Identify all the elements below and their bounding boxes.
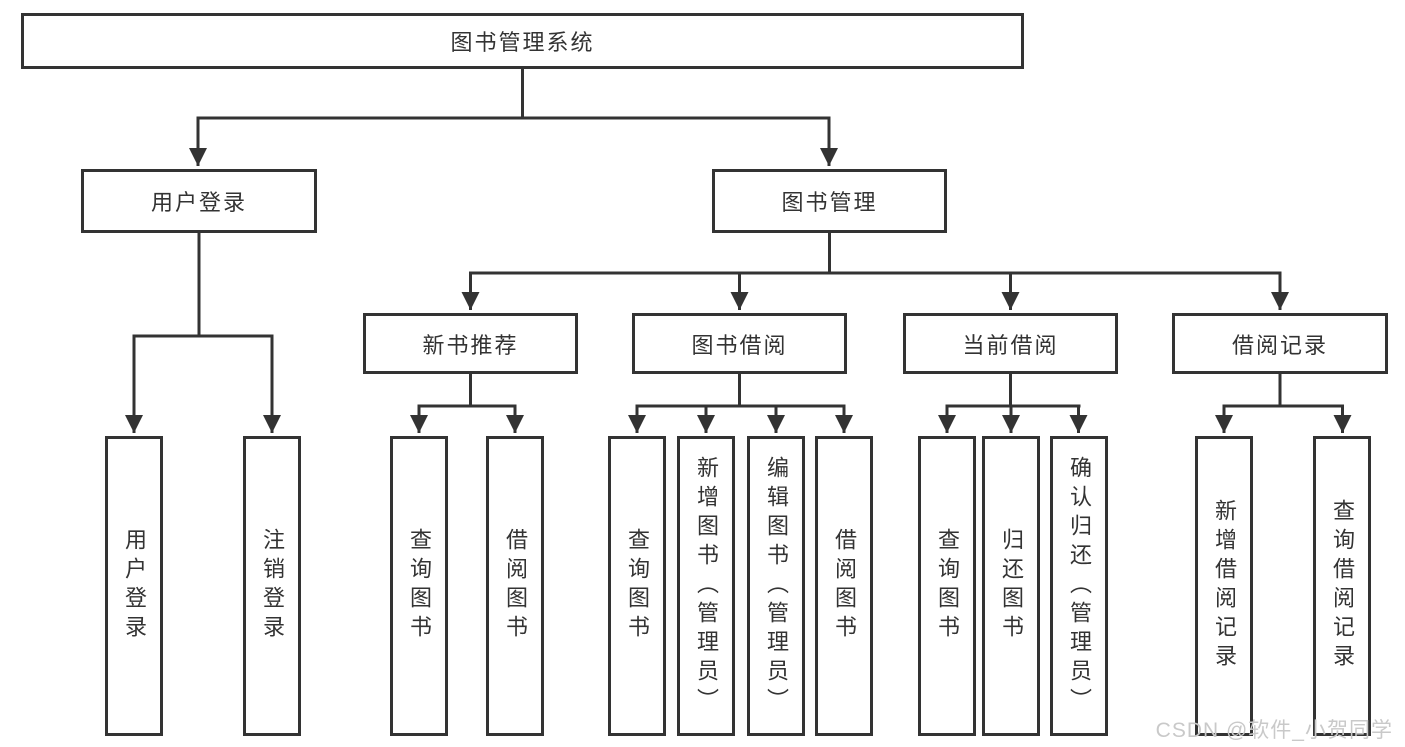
node-new-book-recommend: 新书推荐	[363, 313, 578, 374]
leaf-query-books-2: 查询图书	[608, 436, 666, 736]
leaf-borrow-books-2: 借阅图书	[815, 436, 873, 736]
leaf-label: 确认归还（管理员）	[1067, 455, 1092, 717]
leaf-label: 借阅图书	[832, 528, 857, 644]
node-book-borrowing: 图书借阅	[632, 313, 847, 374]
leaf-add-borrow-record: 新增借阅记录	[1195, 436, 1253, 736]
leaf-edit-book-admin: 编辑图书（管理员）	[747, 436, 805, 736]
leaf-user-login: 用户登录	[105, 436, 163, 736]
leaf-label: 新增借阅记录	[1212, 499, 1237, 673]
leaf-logout: 注销登录	[243, 436, 301, 736]
leaf-label: 用户登录	[122, 528, 147, 644]
leaf-label: 归还图书	[999, 528, 1024, 644]
leaf-label: 注销登录	[260, 528, 285, 644]
leaf-query-borrow-record: 查询借阅记录	[1313, 436, 1371, 736]
watermark: CSDN @软件_小贺同学	[1155, 719, 1393, 742]
leaf-query-books-1: 查询图书	[390, 436, 448, 736]
leaf-return-books: 归还图书	[982, 436, 1040, 736]
leaf-query-books-3: 查询图书	[918, 436, 976, 736]
node-library-management-system: 图书管理系统	[21, 13, 1024, 69]
leaf-label: 编辑图书（管理员）	[764, 455, 789, 717]
leaf-label: 查询借阅记录	[1330, 499, 1355, 673]
leaf-label: 查询图书	[407, 528, 432, 644]
leaf-label: 查询图书	[935, 528, 960, 644]
leaf-add-book-admin: 新增图书（管理员）	[677, 436, 735, 736]
leaf-label: 借阅图书	[503, 528, 528, 644]
leaf-label: 新增图书（管理员）	[694, 455, 719, 717]
node-current-borrowing: 当前借阅	[903, 313, 1118, 374]
leaf-confirm-return-admin: 确认归还（管理员）	[1050, 436, 1108, 736]
node-book-management: 图书管理	[712, 169, 947, 233]
node-user-login: 用户登录	[81, 169, 317, 233]
leaf-borrow-books-1: 借阅图书	[486, 436, 544, 736]
leaf-label: 查询图书	[625, 528, 650, 644]
node-borrowing-records: 借阅记录	[1172, 313, 1388, 374]
